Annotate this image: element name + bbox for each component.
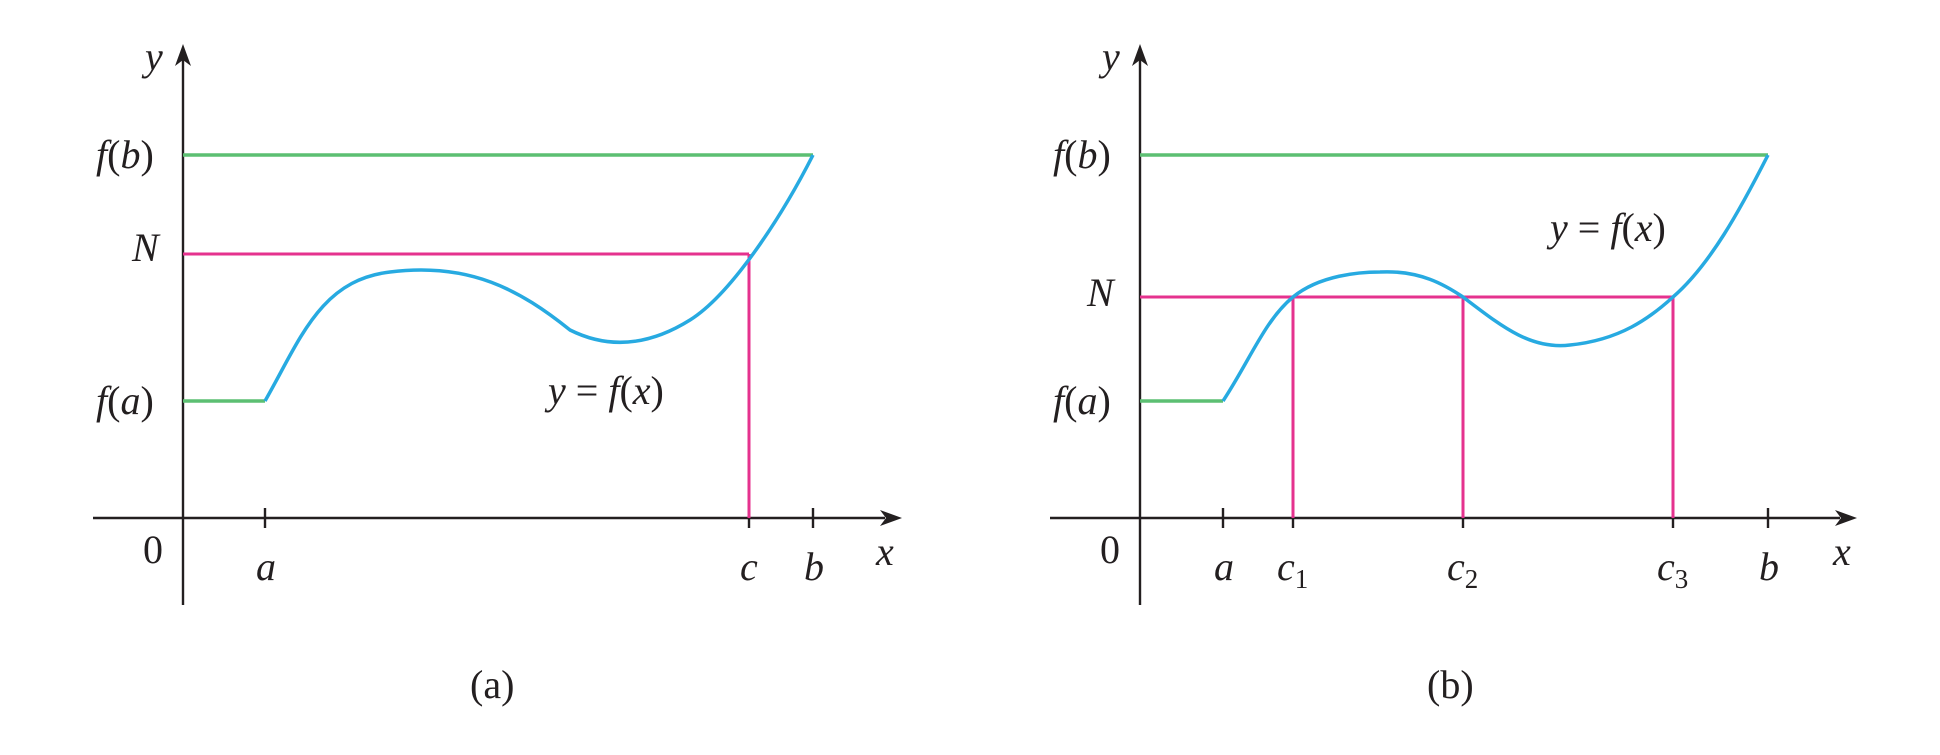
panel-b: y x 0 f(b) N f(a) y = f(x) a c1 c2 c3 b …: [1050, 34, 1857, 707]
y-axis-arrow-a: [175, 44, 191, 66]
y-axis-label-b: y: [1098, 34, 1120, 79]
N-label-b: N: [1086, 270, 1116, 315]
curve-f-b: [1221, 154, 1770, 402]
tick-label-a-a: a: [256, 544, 276, 589]
x-axis-label-a: x: [875, 529, 894, 574]
y-axis-arrow-b: [1132, 44, 1148, 66]
x-axis-arrow-b: [1835, 510, 1857, 526]
panel-a: y x 0 f(b) N f(a) y = f(x) a c b (a): [93, 34, 902, 707]
tick-label-c3-b: c3: [1657, 544, 1688, 594]
tick-label-b-b: b: [1759, 544, 1779, 589]
x-axis-label-b: x: [1832, 529, 1851, 574]
caption-a: (a): [470, 662, 514, 707]
tick-label-c1-b: c1: [1277, 544, 1308, 594]
y-axis-label-a: y: [141, 34, 163, 79]
x-axis-arrow-a: [880, 510, 902, 526]
caption-b: (b): [1427, 662, 1474, 707]
curve-label-b: y = f(x): [1546, 205, 1666, 250]
curve-label-a: y = f(x): [544, 368, 664, 413]
tick-label-c2-b: c2: [1447, 544, 1478, 594]
origin-label-a: 0: [143, 527, 163, 572]
tick-label-c-a: c: [740, 544, 758, 589]
N-label-a: N: [131, 225, 161, 270]
fa-label-b: f(a): [1053, 378, 1111, 423]
tick-label-b-a: b: [804, 544, 824, 589]
fb-label-a: f(b): [96, 132, 154, 177]
fb-label-b: f(b): [1053, 132, 1111, 177]
fa-label-a: f(a): [96, 378, 154, 423]
tick-label-a-b: a: [1214, 544, 1234, 589]
origin-label-b: 0: [1100, 527, 1120, 572]
curve-f-a: [263, 154, 815, 402]
